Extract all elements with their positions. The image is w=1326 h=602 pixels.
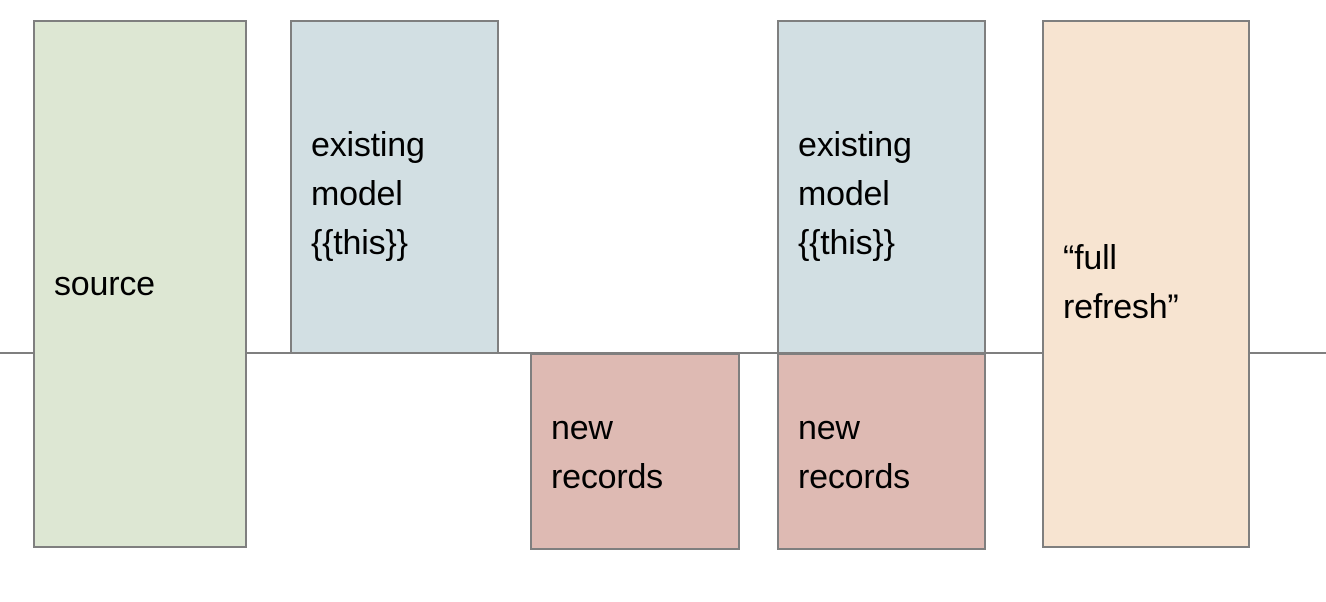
box-new-records-1-label: new records [551, 409, 663, 496]
box-source[interactable]: source [33, 20, 247, 548]
box-full-refresh-label: “full refresh” [1063, 239, 1179, 326]
box-existing-model-1[interactable]: existing model {{this}} [290, 20, 499, 354]
box-new-records-2[interactable]: new records [777, 353, 986, 550]
box-new-records-2-label: new records [798, 409, 910, 496]
box-existing-model-2-label: existing model {{this}} [798, 126, 912, 262]
box-existing-model-2[interactable]: existing model {{this}} [777, 20, 986, 354]
box-source-label: source [54, 264, 155, 303]
box-full-refresh[interactable]: “full refresh” [1042, 20, 1250, 548]
box-existing-model-1-label: existing model {{this}} [311, 126, 425, 262]
box-new-records-1[interactable]: new records [530, 353, 740, 550]
